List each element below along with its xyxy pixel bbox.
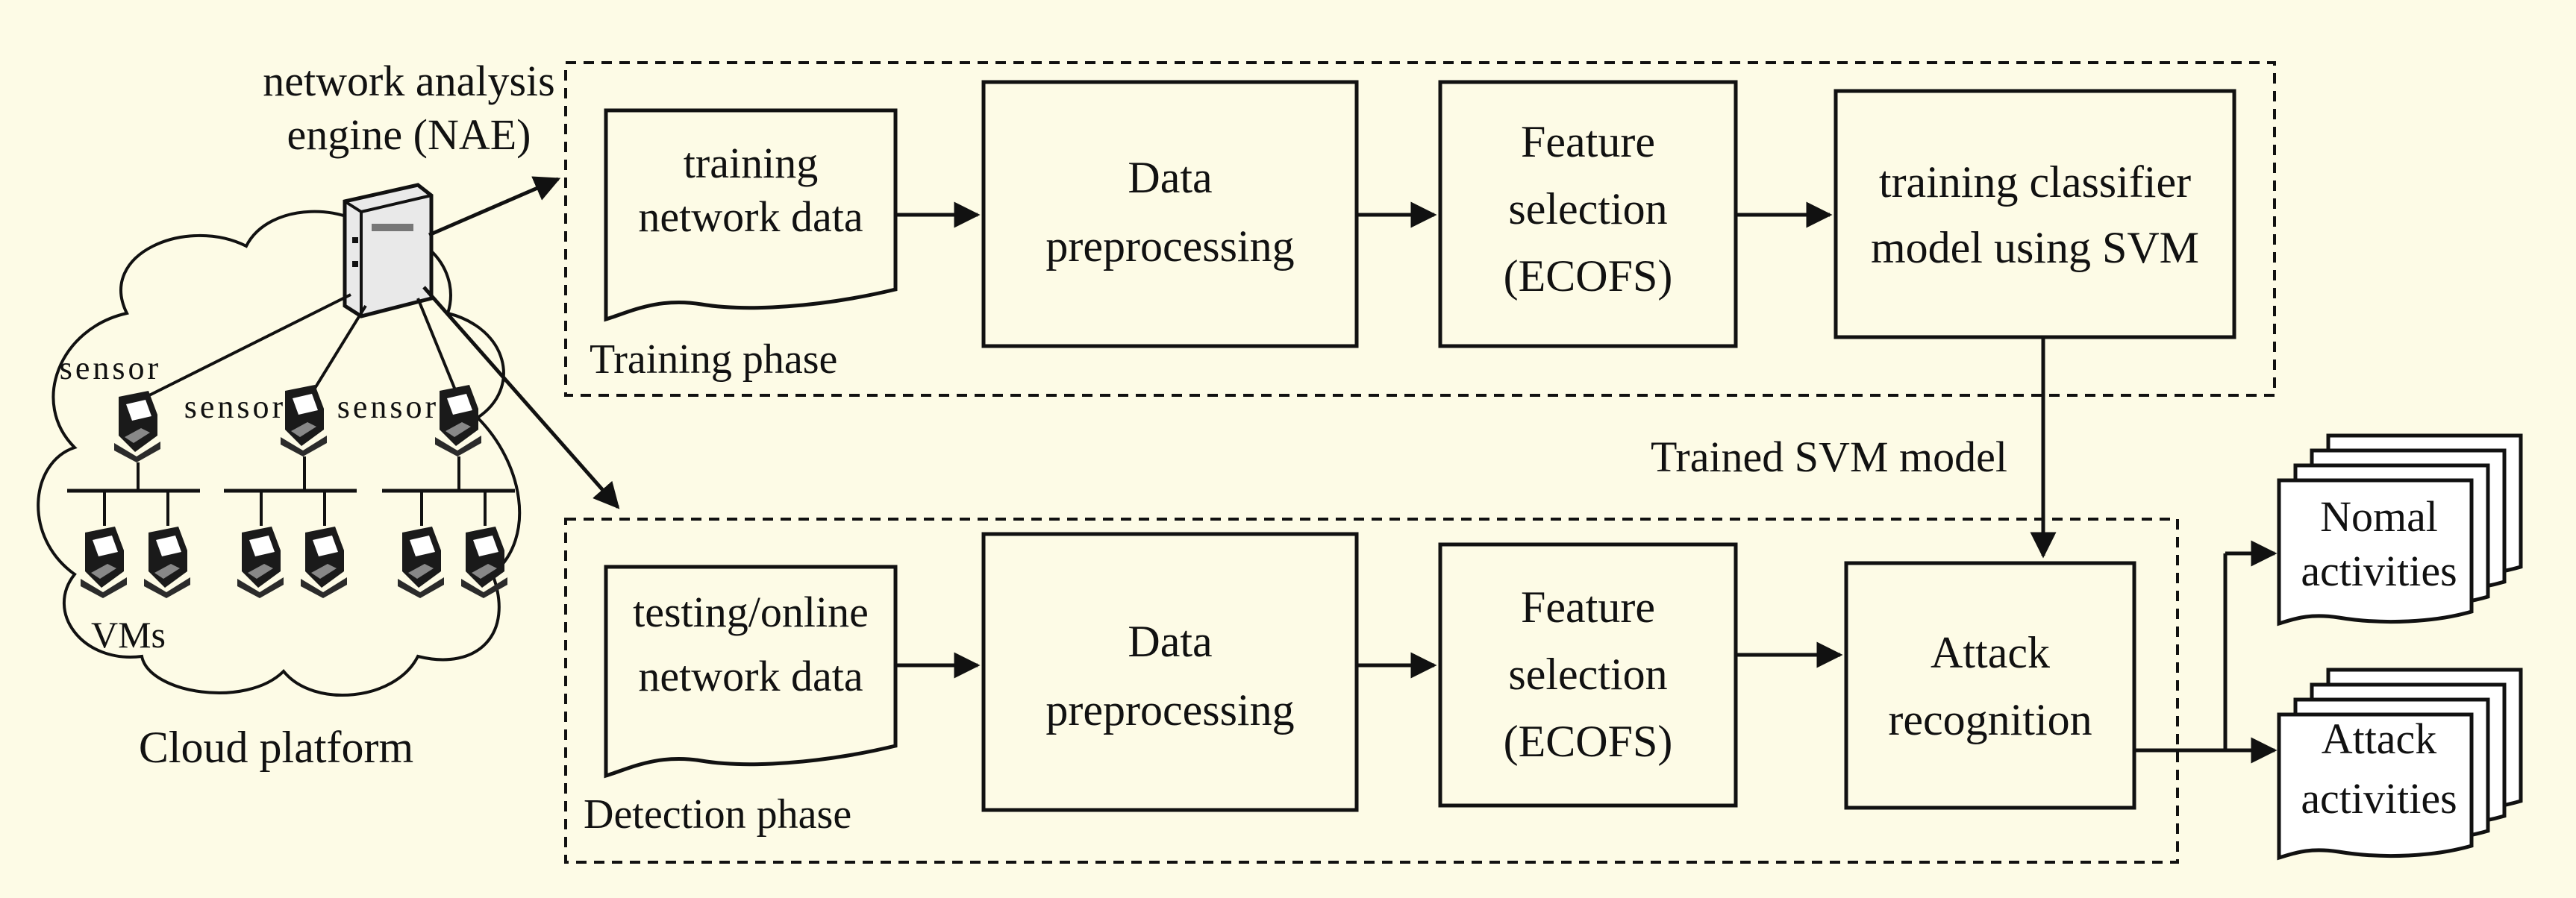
cloud-platform-label: Cloud platform <box>139 723 413 772</box>
attack-activities-output: Attack activities <box>2277 668 2523 861</box>
detection-phase: Detection phase testing/online network d… <box>564 518 2179 864</box>
nae-label-line2: engine (NAE) <box>287 110 531 159</box>
training-feature-line3: (ECOFS) <box>1504 251 1673 301</box>
normal-activities-output: Nomal activities <box>2277 433 2523 627</box>
training-data-document <box>604 108 898 322</box>
normal-activities-line2: activities <box>2301 547 2457 595</box>
sensor-label-2: sensor <box>184 389 286 425</box>
server-icon <box>343 183 434 318</box>
link-server-sensor1 <box>141 293 351 401</box>
attack-activities-line1: Attack <box>2322 715 2437 763</box>
output-branches <box>2134 540 2278 764</box>
sensor-label-1: sensor <box>60 350 161 386</box>
trained-svm-model-label: Trained SVM model <box>1651 433 2007 481</box>
training-feature-line1: Feature <box>1521 117 1655 166</box>
training-classifier-box <box>1833 89 2236 339</box>
training-preprocessing-line1: Data <box>1128 153 1212 202</box>
attack-recognition-line2: recognition <box>1888 695 2092 744</box>
training-classifier-line2: model using SVM <box>1871 223 2199 272</box>
detection-data-line2: network data <box>638 652 863 700</box>
attack-recognition-box <box>1844 561 2136 810</box>
detection-preprocessing-line1: Data <box>1128 617 1212 666</box>
detection-preprocessing-box <box>981 532 1359 812</box>
training-phase: Training phase training network data Dat… <box>564 61 2276 397</box>
training-data-line2: network data <box>638 192 863 241</box>
nae-label-line1: network analysis <box>263 57 554 105</box>
vms-label: VMs <box>91 614 166 656</box>
attack-activities-line2: activities <box>2301 774 2457 823</box>
detection-feature-line1: Feature <box>1521 583 1655 632</box>
normal-activities-line1: Nomal <box>2320 492 2438 541</box>
detection-data-line1: testing/online <box>633 588 869 636</box>
training-data-line1: training <box>684 139 818 187</box>
training-feature-line2: selection <box>1508 184 1667 233</box>
detection-feature-selection-box <box>1438 542 1738 808</box>
training-classifier-line1: training classifier <box>1879 157 2191 207</box>
arrow-server-to-detection <box>422 286 620 509</box>
detection-phase-label: Detection phase <box>584 791 851 838</box>
link-server-sensor2 <box>304 304 367 404</box>
sensor-label-3: sensor <box>337 389 439 425</box>
detection-phase-frame <box>564 518 2179 864</box>
training-preprocessing-line2: preprocessing <box>1045 222 1294 271</box>
detection-preprocessing-line2: preprocessing <box>1045 685 1294 735</box>
cloud-platform: network analysis engine (NAE) sensor sen… <box>37 57 620 772</box>
detection-data-document <box>604 565 898 779</box>
arrow-server-to-training <box>428 176 561 237</box>
attack-recognition-line1: Attack <box>1931 628 2050 677</box>
training-phase-label: Training phase <box>590 336 837 383</box>
link-server-sensor3 <box>416 298 460 400</box>
detection-feature-line2: selection <box>1508 650 1667 699</box>
detection-feature-line3: (ECOFS) <box>1504 717 1673 766</box>
